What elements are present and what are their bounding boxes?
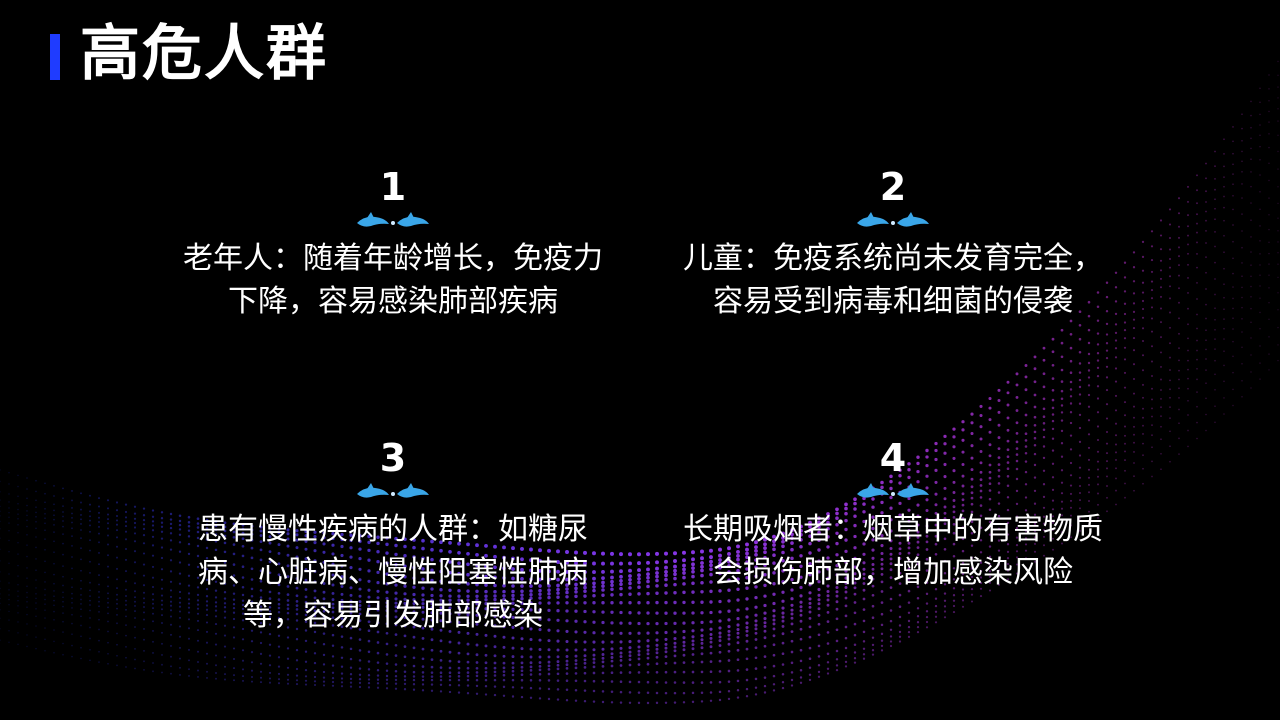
card-number: 1 [379,165,407,209]
card-text: 患有慢性疾病的人群：如糖尿病、心脏病、慢性阻塞性肺病等，容易引发肺部感染 [198,512,588,633]
card-number: 2 [879,165,907,209]
risk-group-card-2: 2 儿童：免疫系统尚未发育完全，容易受到病毒和细菌的侵袭 [673,165,1113,323]
slide-title: 高危人群 [80,19,328,89]
card-text: 儿童：免疫系统尚未发育完全，容易受到病毒和细菌的侵袭 [683,241,1103,319]
dolphin-icon [357,483,429,498]
dolphin-icon [857,212,929,227]
dolphin-icon [357,212,429,227]
card-number: 3 [379,436,407,480]
card-text: 老年人：随着年龄增长，免疫力下降，容易感染肺部疾病 [183,241,603,319]
card-text: 长期吸烟者：烟草中的有害物质会损伤肺部，增加感染风险 [683,512,1103,590]
title-accent-bar [50,34,60,80]
dolphin-icon [857,483,929,498]
risk-group-card-3: 3 患有慢性疾病的人群：如糖尿病、心脏病、慢性阻塞性肺病等，容易引发肺部感染 [173,436,613,637]
risk-group-card-1: 1 老年人：随着年龄增长，免疫力下降，容易感染肺部疾病 [173,165,613,323]
card-number: 4 [879,436,907,480]
risk-group-card-4: 4 长期吸烟者：烟草中的有害物质会损伤肺部，增加感染风险 [673,436,1113,594]
